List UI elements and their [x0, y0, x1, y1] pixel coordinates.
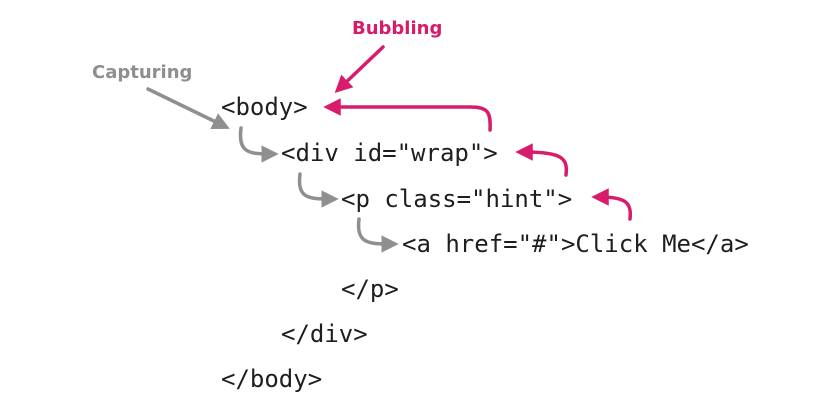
capturing-pointer-arrow — [146, 87, 230, 130]
bubbling-pointer-arrow — [334, 45, 385, 94]
bubble-arrow-p-to-div — [515, 143, 569, 177]
code-line-p-close: </p> — [341, 275, 399, 303]
code-line-anchor: <a href="#">Click Me</a> — [402, 230, 749, 258]
capturing-label: Capturing — [92, 62, 193, 83]
code-line-body-open: <body> — [221, 93, 308, 121]
code-line-body-close: </body> — [221, 365, 323, 393]
code-line-p-open: <p class="hint"> — [341, 185, 573, 213]
bubble-arrow-div-to-body — [323, 98, 492, 132]
capture-arrow-p-to-a — [356, 217, 399, 253]
code-line-div-close: </div> — [281, 320, 368, 348]
capture-arrow-div-to-p — [297, 172, 339, 208]
capture-arrow-body-to-div — [238, 126, 279, 163]
bubbling-label: Bubbling — [352, 18, 443, 39]
code-line-div-open: <div id="wrap"> — [281, 139, 498, 167]
bubble-arrow-a-to-p — [591, 188, 633, 221]
